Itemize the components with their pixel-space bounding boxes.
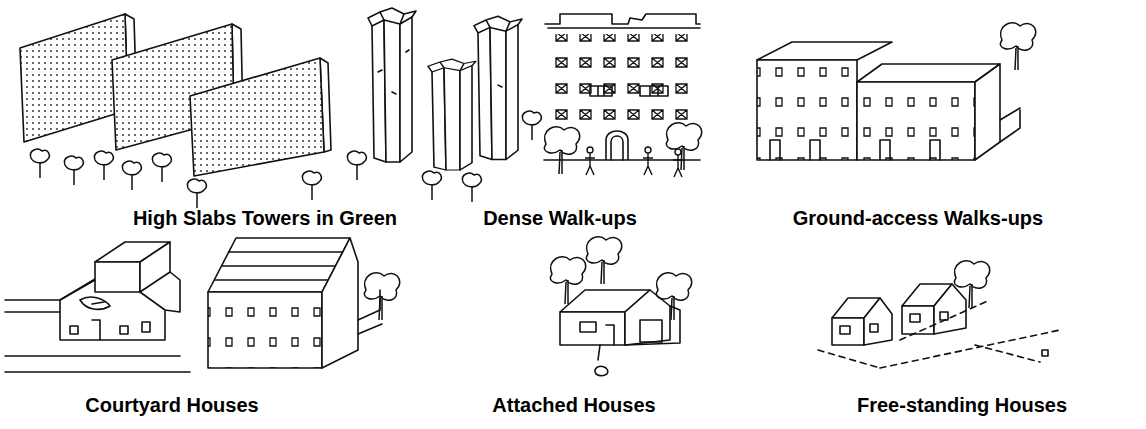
slab-blocks-stroke	[152, 153, 171, 182]
caption-label: Free-standing Houses	[782, 393, 1142, 417]
caption-label: Courtyard Houses	[0, 393, 352, 417]
tower-blocks-stroke-stroke	[460, 66, 472, 170]
slab-blocks-stroke	[302, 171, 321, 200]
free-standing-houses-stroke	[832, 318, 864, 345]
courtyard-houses-stroke	[215, 252, 348, 280]
free-standing-houses-stroke	[840, 324, 878, 334]
ground-access-block-stroke	[757, 42, 892, 60]
free-standing-houses-stroke	[864, 298, 892, 345]
tower-blocks-stroke-stroke	[368, 8, 416, 94]
tower-blocks-stroke-stroke	[384, 20, 400, 162]
free-standing-houses-stroke	[818, 300, 1060, 368]
ground-access-block-stroke	[770, 140, 940, 160]
walkup-block-stroke	[606, 131, 628, 160]
slab-blocks-stroke	[20, 14, 128, 142]
courtyard-houses-stroke	[5, 356, 190, 372]
ground-access-block-stroke	[757, 60, 857, 160]
caption-label: Ground-access Walks-ups	[738, 206, 1098, 230]
tower-blocks-stroke	[522, 111, 541, 140]
free-standing-houses	[818, 261, 1060, 368]
courtyard-houses-stroke	[80, 297, 110, 309]
free-standing-houses-stroke	[902, 306, 934, 334]
walkup-block	[544, 14, 702, 177]
courtyard-houses-stroke	[322, 238, 358, 368]
tower-blocks-stroke-stroke	[428, 59, 476, 72]
walkup-block-stroke	[544, 127, 579, 174]
walkup-block-stroke	[548, 27, 700, 29]
courtyard-houses-stroke	[70, 320, 150, 340]
tower-blocks	[347, 8, 541, 202]
courtyard-houses-stroke	[140, 242, 170, 292]
attached-houses-stroke	[550, 257, 585, 304]
walkup-block-stroke	[643, 147, 653, 175]
tower-blocks-stroke-stroke	[506, 25, 518, 160]
walkup-block-stroke	[548, 34, 698, 130]
tower-blocks-stroke-stroke	[490, 27, 506, 159]
courtyard-houses-stroke	[95, 262, 140, 292]
tower-blocks-stroke-stroke	[444, 68, 460, 170]
slab-blocks-stroke	[187, 179, 206, 208]
walkup-block-stroke	[673, 149, 683, 177]
courtyard-houses-stroke	[60, 272, 180, 340]
free-standing-houses-stroke	[954, 261, 989, 308]
attached-houses-stroke	[580, 306, 680, 345]
caption-label: Dense Walk-ups	[380, 206, 740, 230]
attached-houses	[550, 237, 691, 376]
slab-blocks-stroke	[122, 161, 141, 190]
tower-blocks-stroke-stroke	[474, 16, 522, 87]
attached-houses-stroke	[595, 345, 608, 376]
tower-blocks-stroke-stroke	[400, 17, 412, 162]
walkup-block-stroke	[585, 147, 595, 175]
slab-blocks	[20, 14, 331, 208]
slab-blocks-stroke	[30, 149, 49, 178]
walkup-block-stroke	[611, 136, 623, 160]
attached-houses-stroke	[656, 273, 691, 320]
walkup-block-stroke	[666, 123, 701, 170]
attached-houses-stroke	[560, 312, 625, 345]
tower-blocks-stroke	[368, 8, 416, 162]
ground-access-block	[757, 23, 1036, 160]
attached-houses-stroke	[586, 237, 621, 284]
slab-blocks-stroke	[64, 156, 83, 185]
free-standing-houses-stroke	[934, 284, 966, 334]
ground-access-block-stroke	[1000, 108, 1020, 142]
courtyard-houses	[5, 238, 400, 372]
courtyard-houses-stroke	[208, 292, 322, 368]
tower-blocks-stroke	[474, 16, 522, 159]
attached-houses-stroke	[625, 290, 670, 345]
ground-access-block-stroke	[857, 82, 975, 160]
walkup-block-stroke	[545, 14, 700, 24]
tower-blocks-stroke	[462, 173, 481, 202]
tower-blocks-stroke	[347, 151, 366, 180]
tower-blocks-stroke	[422, 171, 441, 200]
free-standing-houses-stroke	[1042, 350, 1048, 356]
courtyard-houses-stroke	[364, 273, 399, 320]
caption-label: Attached Houses	[394, 393, 754, 417]
slab-blocks-stroke	[94, 151, 113, 180]
ground-access-block-stroke	[975, 64, 1000, 160]
tower-blocks-stroke	[428, 59, 476, 170]
slab-blocks-stroke	[190, 58, 324, 176]
caption-label: High Slabs Towers in Green	[85, 206, 445, 230]
walkup-block-stroke	[590, 86, 668, 96]
ground-access-block-stroke	[1000, 23, 1035, 70]
